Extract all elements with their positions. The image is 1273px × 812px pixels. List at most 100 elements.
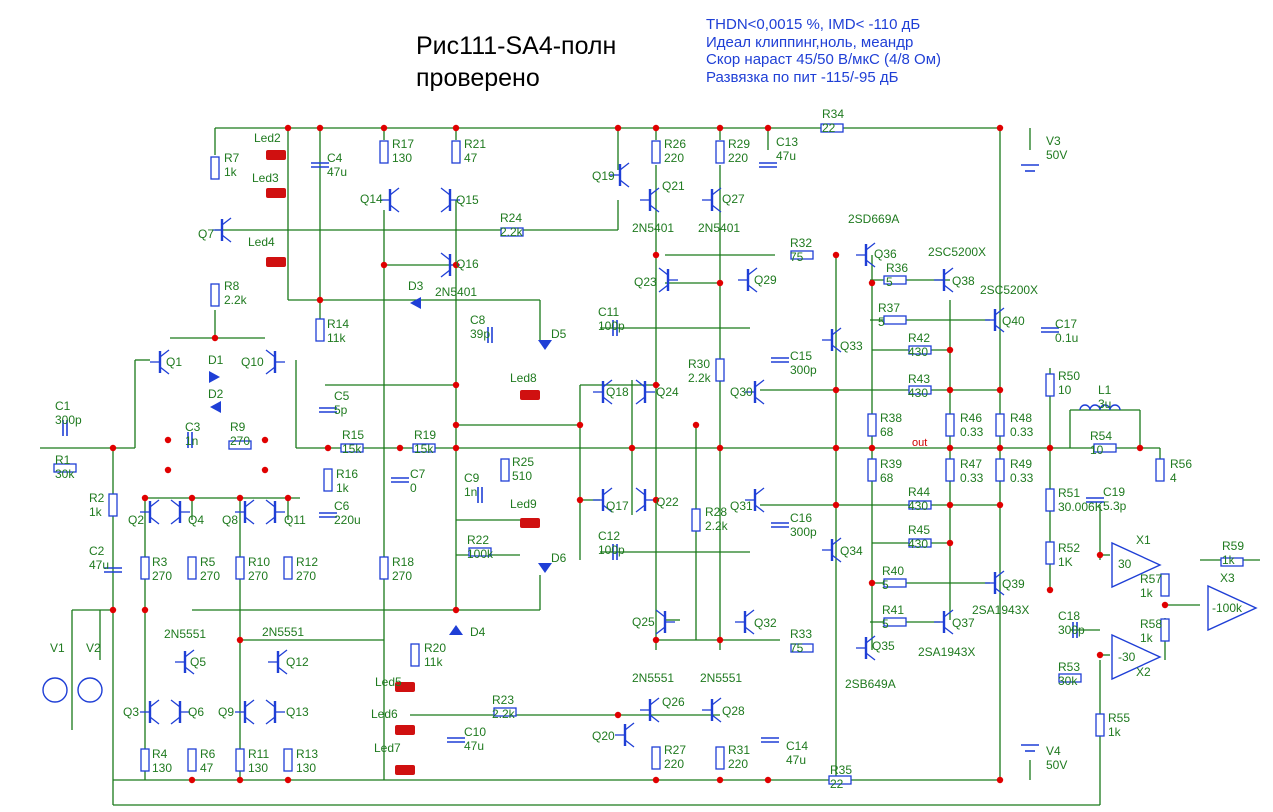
transistor bbox=[865, 635, 876, 644]
label-r28: R28 bbox=[705, 505, 727, 519]
label-q10: Q10 bbox=[241, 355, 264, 369]
transistor bbox=[389, 187, 400, 196]
junction-node bbox=[380, 124, 388, 132]
label-r15: R15 bbox=[342, 428, 364, 442]
resistor bbox=[1155, 458, 1165, 482]
transistor bbox=[943, 626, 954, 635]
label-r14: R14 bbox=[327, 317, 349, 331]
inductor-coil bbox=[1079, 404, 1091, 411]
transistor bbox=[619, 162, 630, 171]
label-c10: C10 bbox=[464, 725, 486, 739]
value-c1: 300p bbox=[55, 413, 82, 427]
junction-node bbox=[452, 421, 460, 429]
transistor bbox=[277, 666, 288, 675]
value-r26: 220 bbox=[664, 151, 684, 165]
label-c3: C3 bbox=[185, 420, 201, 434]
value-c15: 300p bbox=[790, 363, 817, 377]
label-r43: R43 bbox=[908, 372, 930, 386]
diode bbox=[449, 625, 463, 635]
voltage-source bbox=[77, 677, 103, 703]
diode bbox=[210, 401, 221, 413]
label-v1: V1 bbox=[50, 641, 65, 655]
resistor bbox=[715, 746, 725, 770]
value-r29: 220 bbox=[728, 151, 748, 165]
inductor-coil bbox=[1109, 404, 1121, 411]
label-q32: Q32 bbox=[754, 616, 777, 630]
value-r5: 270 bbox=[200, 569, 220, 583]
diode bbox=[410, 297, 421, 309]
resistor bbox=[451, 140, 461, 164]
junction-node bbox=[164, 466, 172, 474]
led bbox=[266, 257, 286, 267]
junction-node bbox=[614, 124, 622, 132]
net-label-out: out bbox=[912, 437, 927, 449]
junction-node bbox=[576, 421, 584, 429]
value-c8: 39p bbox=[470, 327, 490, 341]
transistor bbox=[440, 269, 451, 278]
label-q8: Q8 bbox=[222, 513, 238, 527]
value-q37: 2SA1943X bbox=[918, 645, 975, 659]
label-r8: R8 bbox=[224, 279, 240, 293]
label-r30: R30 bbox=[688, 357, 710, 371]
transistor bbox=[440, 187, 451, 196]
label-d1: D1 bbox=[208, 353, 224, 367]
label-d4: D4 bbox=[470, 625, 486, 639]
label-r58: R58 bbox=[1140, 617, 1162, 631]
value-c7: 0 bbox=[410, 481, 417, 495]
transistor bbox=[744, 626, 755, 635]
transistor bbox=[244, 699, 255, 708]
transistor bbox=[635, 487, 646, 496]
junction-node bbox=[832, 444, 840, 452]
junction-node bbox=[996, 444, 1004, 452]
label-r19: R19 bbox=[414, 428, 436, 442]
transistor bbox=[602, 487, 613, 496]
label-r41: R41 bbox=[882, 603, 904, 617]
value-c18: 300p bbox=[1058, 623, 1085, 637]
label-r38: R38 bbox=[880, 411, 902, 425]
value-r15: 15k bbox=[342, 442, 362, 456]
value-r58: 1k bbox=[1140, 631, 1154, 645]
value-r13: 130 bbox=[296, 761, 316, 775]
junction-node bbox=[316, 296, 324, 304]
resistor bbox=[500, 458, 510, 482]
value-r1: 30k bbox=[55, 467, 75, 481]
value-r54: 10 bbox=[1090, 443, 1104, 457]
transistor bbox=[440, 252, 451, 261]
value-c10: 47u bbox=[464, 739, 484, 753]
resistor bbox=[908, 385, 932, 395]
transistor bbox=[265, 716, 276, 725]
label-q20: Q20 bbox=[592, 729, 615, 743]
value-c9: 1n bbox=[464, 485, 477, 499]
value-r34: 22 bbox=[822, 121, 836, 135]
label-r42: R42 bbox=[908, 331, 930, 345]
resistor bbox=[715, 358, 725, 382]
junction-node bbox=[452, 381, 460, 389]
transistor bbox=[711, 204, 722, 213]
value-q35: 2SB649A bbox=[845, 677, 896, 691]
junction-node bbox=[832, 501, 840, 509]
value-r2: 1k bbox=[89, 505, 103, 519]
junction-node bbox=[868, 444, 876, 452]
transistor bbox=[943, 284, 954, 293]
label-r21: R21 bbox=[464, 137, 486, 151]
transistor bbox=[602, 504, 613, 513]
title-line-1: Рис111-SA4-полн bbox=[416, 32, 617, 60]
transistor bbox=[170, 699, 181, 708]
resistor bbox=[1045, 488, 1055, 512]
resistor bbox=[283, 748, 293, 772]
transistor bbox=[711, 714, 722, 723]
transistor bbox=[149, 716, 160, 725]
value-r55: 1k bbox=[1108, 725, 1122, 739]
value-r25: 510 bbox=[512, 469, 532, 483]
value-q39: 2SA1943X bbox=[972, 603, 1029, 617]
label-c5: C5 bbox=[334, 389, 350, 403]
resistor bbox=[1045, 541, 1055, 565]
label-r57: R57 bbox=[1140, 572, 1162, 586]
component-labels: R71kR82.2kR17130R2147R1411kR242.2kR26220… bbox=[50, 107, 1244, 791]
transistor bbox=[831, 537, 842, 546]
resistor bbox=[340, 443, 364, 453]
value-r50: 10 bbox=[1058, 383, 1072, 397]
resistor bbox=[140, 556, 150, 580]
label-r11: R11 bbox=[248, 747, 269, 761]
components bbox=[42, 123, 1258, 785]
